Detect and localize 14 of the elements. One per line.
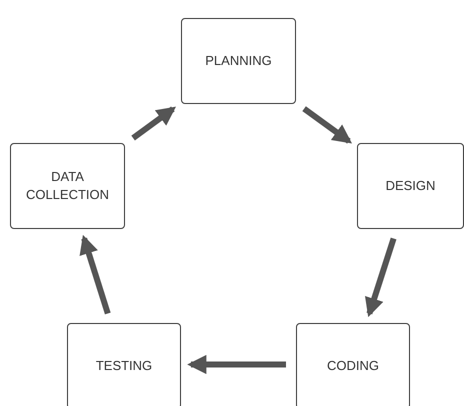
arrow [364,238,396,318]
stage-label: DESIGN [386,176,436,195]
stage-label: CODING [327,356,379,375]
process-box [357,143,464,229]
process-box [296,323,410,406]
process-box [67,323,181,406]
stage-label: DATA COLLECTION [24,168,110,204]
arrow [187,354,286,374]
process-box [10,143,125,229]
process-box [181,18,296,104]
arrow [80,234,111,314]
stage-label: PLANNING [205,52,272,70]
stage-label: TESTING [96,356,152,375]
arrow [302,106,352,144]
